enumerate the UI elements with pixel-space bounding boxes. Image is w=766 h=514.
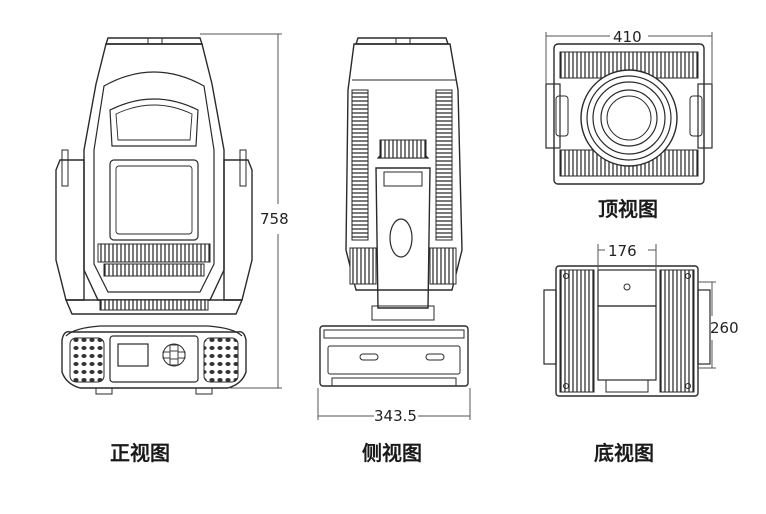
top-width-dimension xyxy=(545,32,713,84)
top-view-caption: 顶视图 xyxy=(598,197,658,221)
front-height-label: 758 xyxy=(260,210,289,228)
top-width-label: 410 xyxy=(613,28,642,46)
side-width-label: 343.5 xyxy=(374,407,417,425)
side-view xyxy=(319,37,469,387)
front-view-caption: 正视图 xyxy=(110,441,170,465)
top-view xyxy=(545,43,713,185)
side-width-dimension xyxy=(317,388,471,420)
bottom-width-label: 176 xyxy=(608,242,637,260)
bottom-height-dimension xyxy=(698,281,716,369)
front-height-dimension xyxy=(200,33,282,389)
side-view-caption: 侧视图 xyxy=(362,441,422,465)
front-view xyxy=(55,37,253,395)
bottom-height-label: 260 xyxy=(710,319,739,337)
bottom-view xyxy=(543,265,711,397)
bottom-view-caption: 底视图 xyxy=(594,441,654,465)
bottom-width-dimension xyxy=(597,244,657,270)
